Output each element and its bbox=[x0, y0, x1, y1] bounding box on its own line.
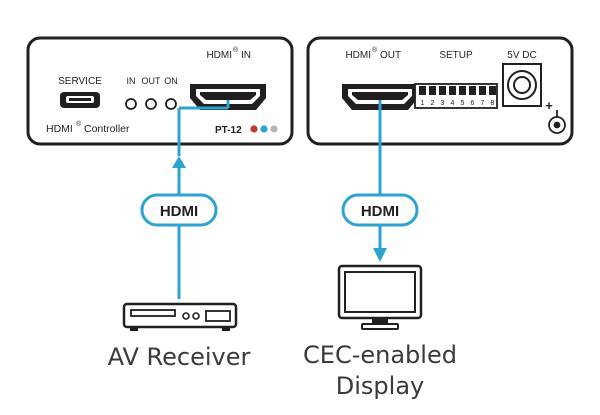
av-receiver-label: AV Receiver bbox=[108, 343, 251, 371]
model-dot-blue bbox=[260, 125, 268, 133]
dip-number-1: 1 bbox=[421, 100, 425, 107]
left-cable-label: HDMI bbox=[160, 203, 198, 220]
dip-number-7: 7 bbox=[481, 100, 485, 107]
dip-number-3: 3 bbox=[441, 100, 445, 107]
hdmi-in-label: HDMI bbox=[206, 50, 232, 61]
arrow-down-icon bbox=[373, 248, 387, 262]
controller-suffix: Controller bbox=[84, 123, 130, 135]
hdmi-out-label: HDMI bbox=[345, 50, 371, 61]
polarity-icon bbox=[548, 110, 566, 134]
setup-dip-switch[interactable]: 1 2 3 4 5 6 7 8 bbox=[414, 83, 498, 109]
registered-mark: ® bbox=[233, 46, 239, 54]
monitor-icon bbox=[337, 264, 423, 330]
power-plus-label: + bbox=[545, 98, 553, 113]
power-label: 5V DC bbox=[507, 50, 536, 61]
dip-number-6: 6 bbox=[471, 100, 475, 107]
hdmi-out-suffix: OUT bbox=[380, 50, 401, 61]
hdmi-in-suffix: IN bbox=[241, 50, 251, 61]
controller-prefix: HDMI bbox=[46, 123, 73, 135]
right-hdmi-cable: HDMI bbox=[341, 100, 419, 262]
left-hdmi-cable: HDMI bbox=[140, 100, 230, 299]
model-dot-gray bbox=[270, 125, 278, 133]
setup-label: SETUP bbox=[439, 50, 473, 61]
dip-number-5: 5 bbox=[461, 100, 465, 107]
dip-number-8: 8 bbox=[491, 100, 495, 107]
service-usb-port[interactable] bbox=[60, 92, 100, 108]
display-label-line2: Display bbox=[336, 372, 424, 400]
led-out bbox=[145, 98, 157, 110]
av-receiver-icon bbox=[122, 302, 238, 331]
dip-number-4: 4 bbox=[451, 100, 455, 107]
right-cable-label: HDMI bbox=[361, 203, 399, 220]
led-in bbox=[125, 98, 137, 110]
left-device-panel: HDMI ® IN SERVICE IN OUT ON HDMI ® Contr… bbox=[26, 36, 294, 146]
right-device-panel: HDMI ® OUT SETUP 1 2 3 4 5 6 7 bbox=[306, 36, 574, 146]
model-dot-red bbox=[250, 125, 258, 133]
led-on bbox=[165, 98, 177, 110]
registered-mark: ® bbox=[372, 46, 378, 54]
arrow-up-icon bbox=[172, 156, 186, 168]
led-label-on: ON bbox=[164, 76, 178, 86]
model-label: PT-12 bbox=[215, 125, 242, 136]
dip-number-2: 2 bbox=[431, 100, 435, 107]
led-label-in: IN bbox=[127, 76, 136, 86]
registered-mark: ® bbox=[76, 120, 82, 128]
power-jack[interactable] bbox=[502, 63, 542, 107]
led-label-out: OUT bbox=[142, 76, 162, 86]
display-label-line1: CEC-enabled bbox=[303, 341, 457, 369]
service-label: SERVICE bbox=[58, 76, 102, 87]
